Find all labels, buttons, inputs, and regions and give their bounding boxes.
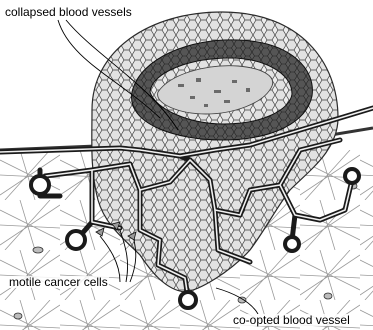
label-collapsed-blood-vessels: collapsed blood vessels xyxy=(4,6,133,18)
label-motile-cancer-cells: motile cancer cells xyxy=(8,276,109,288)
label-co-opted-blood-vessel: co-opted blood vessel xyxy=(232,314,351,326)
